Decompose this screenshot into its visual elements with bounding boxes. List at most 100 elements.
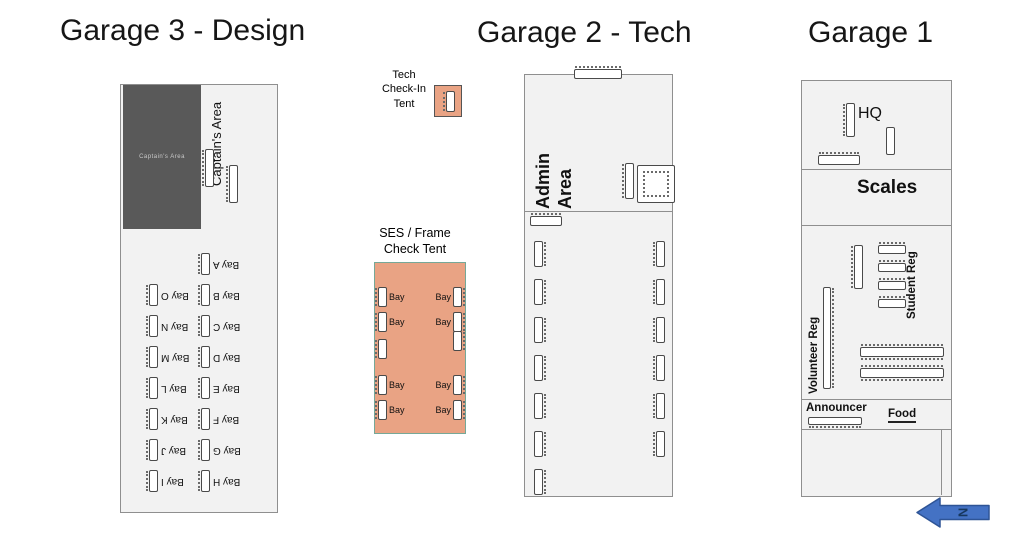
section-divider [802,399,951,400]
bay-label: Bay E [213,382,240,394]
admin-area-label: Area [555,168,575,209]
meeting-table-icon [637,165,675,203]
bay-slot: Bay K [146,408,188,430]
table-icon [878,296,906,308]
table-icon [202,149,214,187]
bay-label: Bay D [213,351,241,363]
table-icon [653,431,665,457]
bay-label: Bay [435,317,451,327]
bay-slot: Bay F [198,408,239,430]
garage-2-map: Admin Area [524,66,675,497]
table-icon [534,355,546,381]
table-icon [198,253,210,275]
tent-bay: Bay [375,400,405,420]
table-icon [534,241,546,267]
table-icon [808,417,862,428]
section-divider [525,211,672,212]
bay-label: Bay [435,292,451,302]
table-icon [146,284,158,306]
section-divider [802,429,951,430]
bay-slot: Bay H [198,470,241,492]
garage-1-map: HQ Scales Student Reg Volunteer Reg Anno… [801,80,952,497]
table-icon [843,103,855,137]
bay-slot: Bay G [198,439,241,461]
garage2-title: Garage 2 - Tech [477,16,692,49]
bay-slot: Bay A [198,253,240,275]
bay-slot: Bay B [198,284,240,306]
bay-slot: Bay C [198,315,241,337]
table-icon [622,163,634,199]
table-icon [146,470,158,492]
bay-slot: Bay D [198,346,241,368]
meeting-chairs-icon [643,171,669,197]
tent-bay: Bay [375,287,405,307]
table-icon [653,279,665,305]
table-icon [198,439,210,461]
table-icon [534,431,546,457]
table-icon [453,331,465,351]
bay-label: Bay N [161,320,189,332]
section-divider [802,169,951,170]
table-icon [653,355,665,381]
table-icon [453,375,465,395]
captains-area-block-label: Captain's Area [139,154,185,160]
ses-frame-check-tent: Bay Bay Bay Bay Bay Bay Bay Bay [374,262,466,434]
tent-bay: Bay [375,312,405,332]
section-divider [941,429,942,495]
volunteer-reg-label: Volunteer Reg [808,316,820,394]
bay-label: Bay [389,380,405,390]
table-icon [851,245,863,289]
table-icon [534,393,546,419]
table-icon [198,470,210,492]
table-icon [375,312,387,332]
bay-slot: Bay E [198,377,240,399]
bay-slot: Bay O [146,284,189,306]
garage-3-map: Captain's Area Captain's Area Bay A Bay … [120,84,278,513]
table-icon [453,312,465,332]
table-icon [146,315,158,337]
food-label: Food [888,408,917,423]
table-icon [878,260,906,272]
table-icon [823,287,834,389]
announcer-label: Announcer [806,402,867,414]
hq-label: HQ [858,105,882,122]
table-icon [198,408,210,430]
table-icon [534,279,546,305]
north-label: N [956,508,971,517]
bay-label: Bay C [213,320,241,332]
bay-label: Bay K [161,413,188,425]
tech-tent-label: Tech Check-In Tent [381,69,427,110]
table-icon [534,469,546,495]
tech-checkin-tent [434,85,462,117]
bay-label: Bay [435,380,451,390]
table-icon [878,242,906,254]
garage3-title: Garage 3 - Design [60,14,306,47]
table-icon [375,400,387,420]
ses-tent-label: SES / Frame Check Tent [379,226,451,256]
section-divider [802,225,951,226]
bay-slot: Bay J [146,439,186,461]
table-icon [653,241,665,267]
table-icon [818,152,860,165]
north-arrow: N [916,496,990,534]
table-icon [198,346,210,368]
table-icon [443,91,455,112]
garage1-title: Garage 1 [808,16,934,49]
table-icon [146,439,158,461]
bay-slot: Bay L [146,377,187,399]
tent-bay: Bay [435,375,465,395]
table-icon [534,317,546,343]
table-icon [146,377,158,399]
north-arrow-icon: N [916,497,990,528]
bay-label: Bay O [161,289,189,301]
bay-label: Bay M [161,351,190,363]
table-icon [375,287,387,307]
admin-area-label: Admin [533,153,553,209]
bay-label: Bay H [213,475,241,487]
bay-label: Bay A [213,258,240,270]
tent-bay: Bay [375,375,405,395]
table-icon [653,393,665,419]
tent-bay: Bay [435,287,465,307]
bay-label: Bay [389,405,405,415]
